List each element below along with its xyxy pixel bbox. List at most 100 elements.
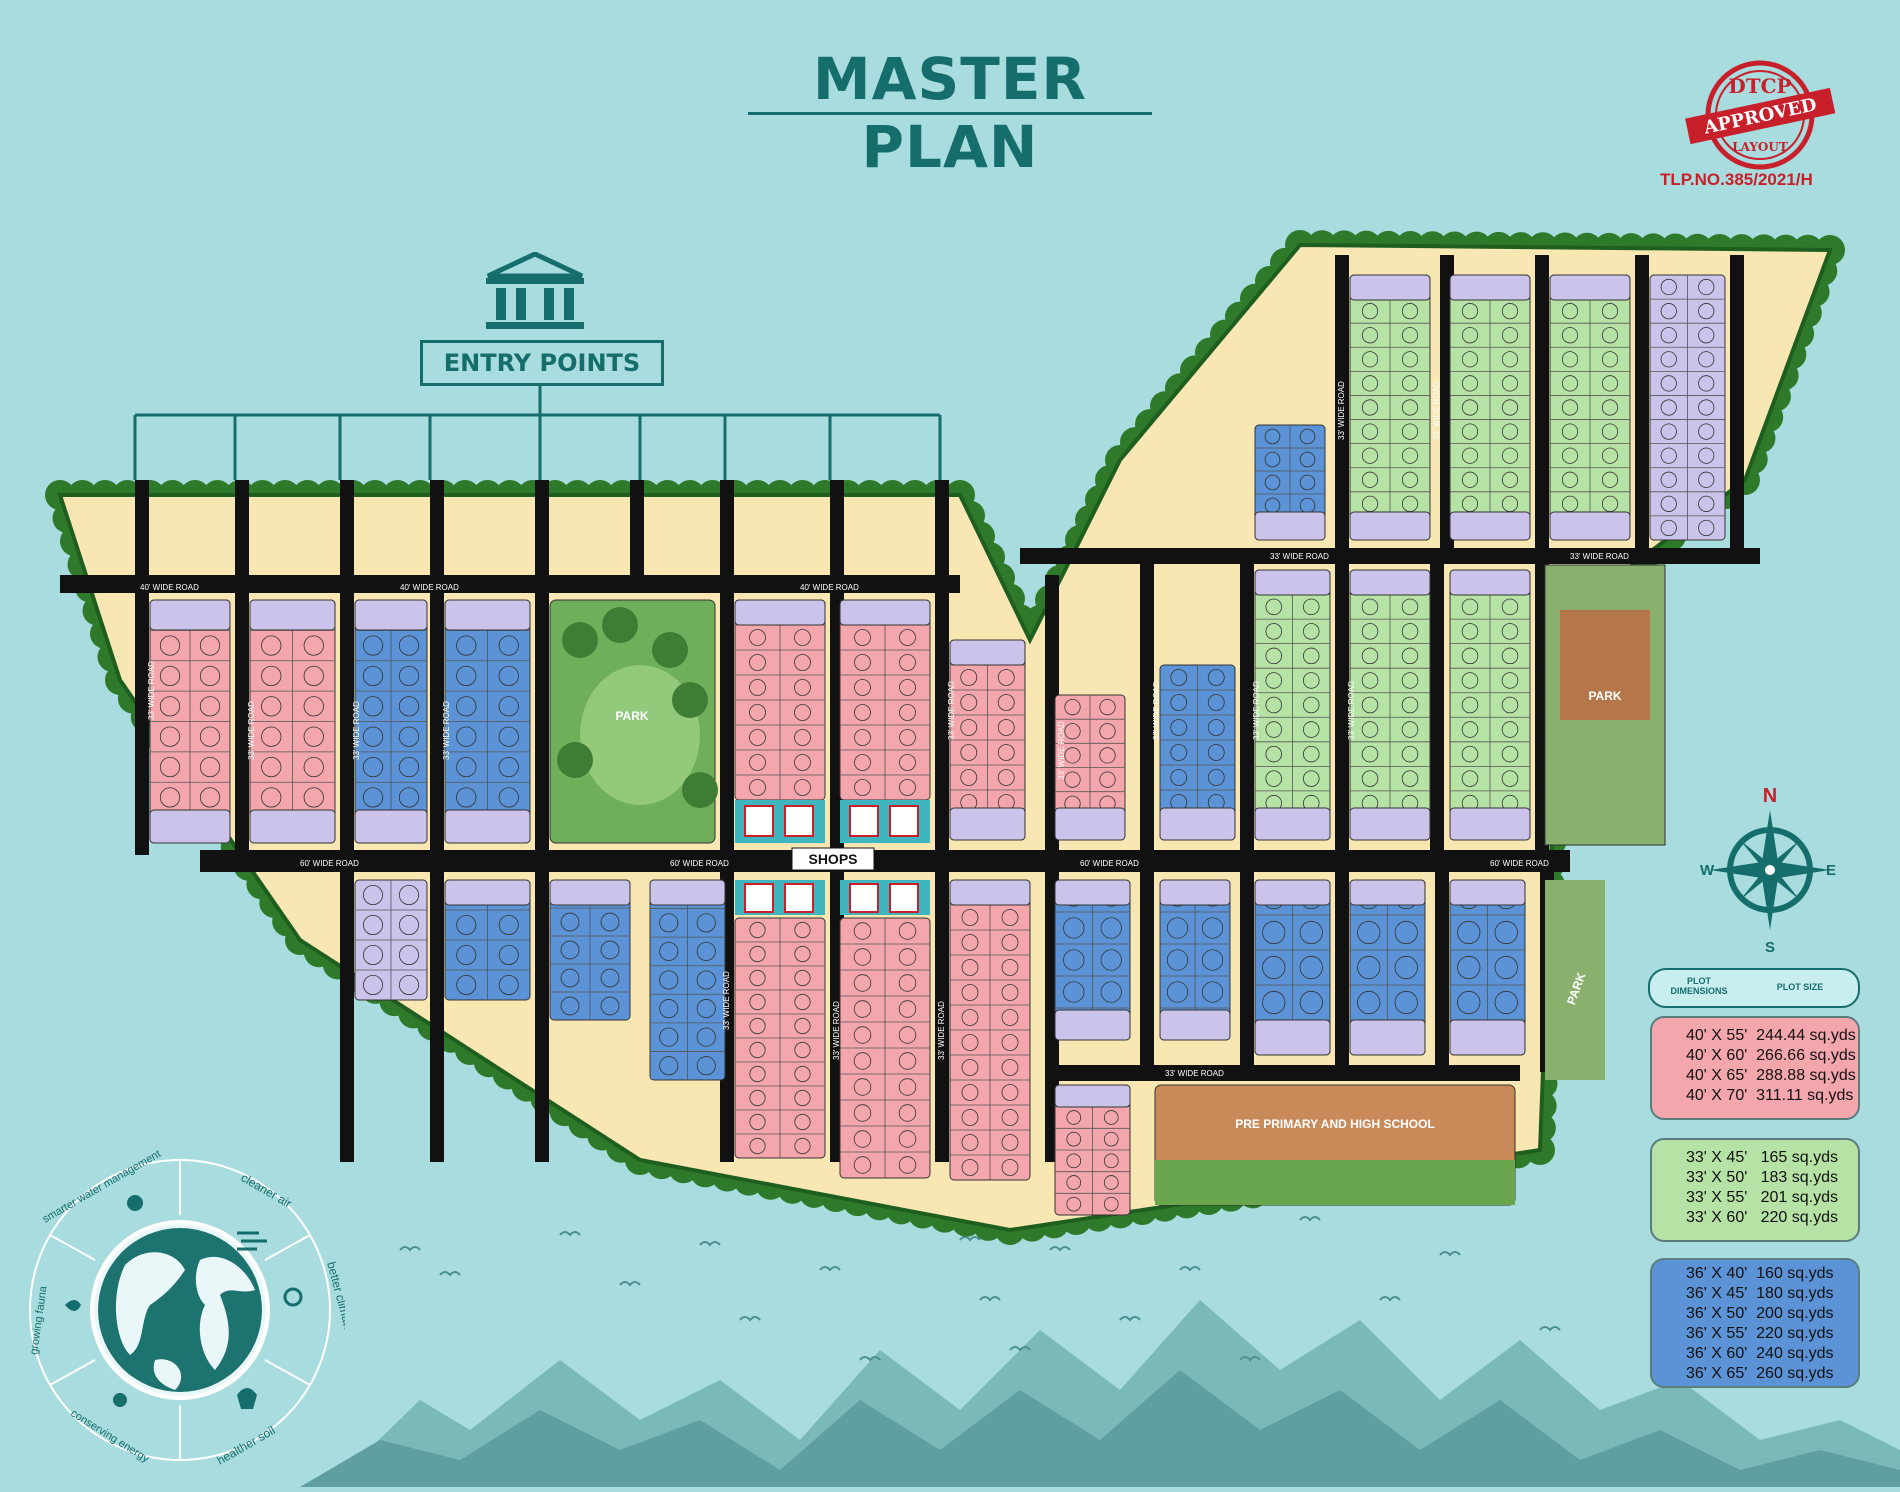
wind-icon bbox=[237, 1231, 267, 1251]
plot-number-ring bbox=[456, 696, 477, 717]
plot-number-ring bbox=[1461, 375, 1479, 392]
plot-number-ring bbox=[1660, 278, 1677, 296]
plot-number-ring bbox=[159, 665, 181, 687]
plot-number-ring bbox=[1501, 423, 1519, 440]
plot-number-ring bbox=[1461, 303, 1479, 320]
plot-number-ring bbox=[853, 922, 872, 940]
plot-number-ring bbox=[961, 1009, 979, 1026]
roads bbox=[60, 255, 1760, 1162]
plot-number-ring bbox=[854, 704, 871, 721]
plot-number-ring bbox=[1660, 447, 1677, 464]
road-33ft-vertical bbox=[1140, 872, 1154, 1072]
plot-row-cap bbox=[734, 599, 826, 626]
sports-court bbox=[1560, 610, 1650, 720]
plot-number-ring bbox=[961, 1134, 979, 1151]
plot-number-ring bbox=[1201, 949, 1224, 971]
plot-row-cap bbox=[1349, 511, 1431, 541]
road-33ft-vertical bbox=[430, 872, 444, 1162]
plot-number-ring bbox=[961, 909, 979, 926]
plot-number-ring bbox=[853, 1130, 872, 1148]
title-underline bbox=[748, 112, 1152, 115]
road-33ft-vertical bbox=[935, 575, 949, 855]
plot-number-ring bbox=[749, 679, 766, 696]
plot-number-ring bbox=[1361, 623, 1379, 640]
plot-row-cap bbox=[149, 809, 231, 844]
plot-number-ring bbox=[1064, 771, 1081, 788]
shop-icon bbox=[889, 805, 919, 837]
plot-number-ring bbox=[498, 975, 519, 996]
plot-number-ring bbox=[1064, 747, 1081, 764]
plot-number-ring bbox=[1357, 990, 1381, 1015]
shop-icon bbox=[784, 805, 814, 837]
plot-number-ring bbox=[961, 1059, 979, 1076]
plot-number-ring bbox=[1299, 451, 1316, 468]
plot-row-cap bbox=[1254, 879, 1331, 906]
plot-number-ring bbox=[1601, 423, 1619, 440]
plot-number-ring bbox=[1401, 745, 1419, 763]
plot-number-ring bbox=[303, 665, 324, 687]
park-label: PARK bbox=[615, 709, 648, 723]
plot-number-ring bbox=[1561, 303, 1579, 320]
plot-number-ring bbox=[1461, 623, 1479, 640]
plot-number-ring bbox=[1265, 696, 1283, 714]
plot-row-cap bbox=[1449, 274, 1531, 301]
plot-number-ring bbox=[1264, 451, 1281, 468]
entry-road-stub bbox=[340, 480, 354, 575]
plot-number-ring bbox=[749, 1041, 766, 1059]
plot-number-ring bbox=[898, 948, 917, 966]
plot-number-ring bbox=[1361, 351, 1379, 368]
plot-number-ring bbox=[997, 694, 1015, 711]
plot-number-ring bbox=[1302, 672, 1320, 689]
plot-number-ring bbox=[794, 1089, 811, 1107]
plot-number-ring bbox=[1001, 1134, 1019, 1151]
compass-west: W bbox=[1700, 862, 1715, 879]
plot-number-ring bbox=[794, 921, 811, 939]
park-label-east: PARK bbox=[1588, 689, 1621, 703]
entry-road-stub bbox=[135, 480, 149, 575]
shop-icon bbox=[784, 883, 814, 913]
plot-number-ring bbox=[1660, 495, 1677, 512]
legend-row: 36' X 50' 200 sq.yds bbox=[1686, 1305, 1834, 1322]
plot-number-ring bbox=[898, 1052, 917, 1070]
plot-number-ring bbox=[854, 629, 871, 646]
plot-number-ring bbox=[1660, 303, 1677, 320]
plot-number-ring bbox=[261, 726, 282, 747]
road-33ft-vertical bbox=[430, 575, 444, 855]
shops-label-box bbox=[791, 847, 875, 871]
plot-number-ring bbox=[1501, 770, 1519, 787]
plot-number-ring bbox=[362, 975, 383, 996]
plot-row-cap bbox=[249, 599, 336, 631]
eco-benefits-globe: smarter water management cleaner air bet… bbox=[28, 1148, 345, 1468]
plot-number-ring bbox=[1461, 423, 1479, 440]
plot-number-ring bbox=[1601, 471, 1619, 488]
road-33ft-vertical bbox=[1240, 872, 1254, 1072]
plot-row-cap bbox=[839, 599, 931, 626]
legend-row: 33' X 50' 183 sq.yds bbox=[1686, 1169, 1838, 1186]
plot-number-ring bbox=[1401, 672, 1419, 689]
plot-number-ring bbox=[1461, 721, 1479, 738]
plot-number-ring bbox=[1302, 598, 1320, 616]
road-33ft-vertical bbox=[1335, 560, 1349, 860]
legend-header-dimensions: PLOT DIMENSIONS bbox=[1670, 976, 1728, 996]
bird-icon bbox=[1119, 1316, 1141, 1322]
plot-number-ring bbox=[456, 665, 477, 687]
road-label: 40' WIDE ROAD bbox=[800, 583, 859, 592]
plot-number-ring bbox=[1063, 917, 1085, 939]
plot-number-ring bbox=[1698, 375, 1715, 392]
plot-number-ring bbox=[1401, 770, 1419, 787]
plot-number-ring bbox=[1103, 1196, 1119, 1212]
plot-number-ring bbox=[961, 1159, 979, 1176]
road-label: 33' WIDE ROAD bbox=[1570, 552, 1629, 561]
plot-number-ring bbox=[1207, 744, 1225, 761]
plot-number-ring bbox=[1660, 423, 1677, 440]
plot-number-ring bbox=[794, 679, 811, 696]
plot-number-ring bbox=[1401, 623, 1419, 640]
bulb-icon bbox=[113, 1393, 127, 1407]
road-33ft-vertical bbox=[235, 575, 249, 855]
plot-number-ring bbox=[1001, 909, 1019, 926]
plot-number-ring bbox=[1302, 770, 1320, 787]
eco-energy: conserving energy bbox=[68, 1407, 151, 1465]
bird-icon bbox=[979, 1296, 1001, 1302]
